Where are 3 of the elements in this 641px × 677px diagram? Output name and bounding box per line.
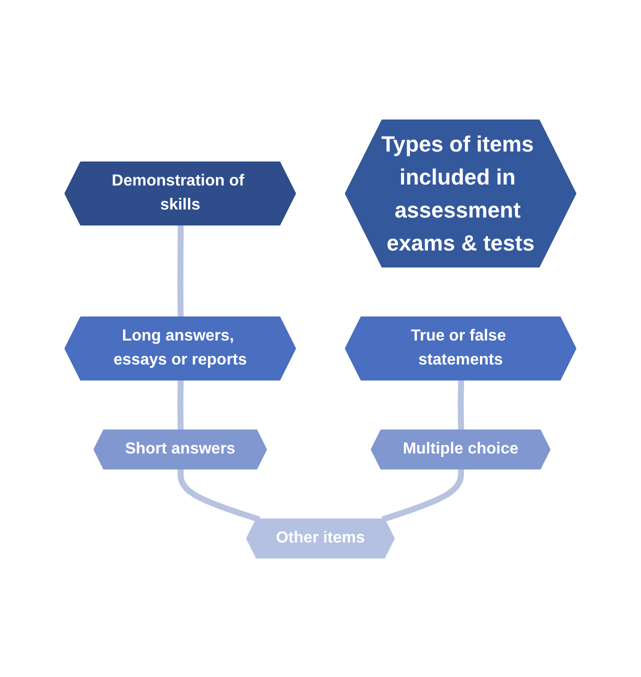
connector <box>177 224 184 318</box>
connector <box>177 380 184 430</box>
connector <box>458 380 464 430</box>
